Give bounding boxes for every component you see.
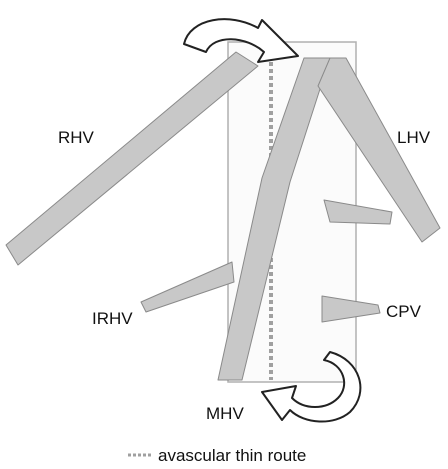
rhv-label: RHV <box>58 128 95 147</box>
irhv-label: IRHV <box>92 309 133 328</box>
upper-right-branch-vessel <box>324 200 392 224</box>
lhv-label: LHV <box>397 128 431 147</box>
legend-label: avascular thin route <box>158 446 306 465</box>
rhv-vessel <box>6 52 258 265</box>
cpv-label: CPV <box>386 302 422 321</box>
irhv-vessel <box>141 262 234 312</box>
mhv-label: MHV <box>206 404 244 423</box>
